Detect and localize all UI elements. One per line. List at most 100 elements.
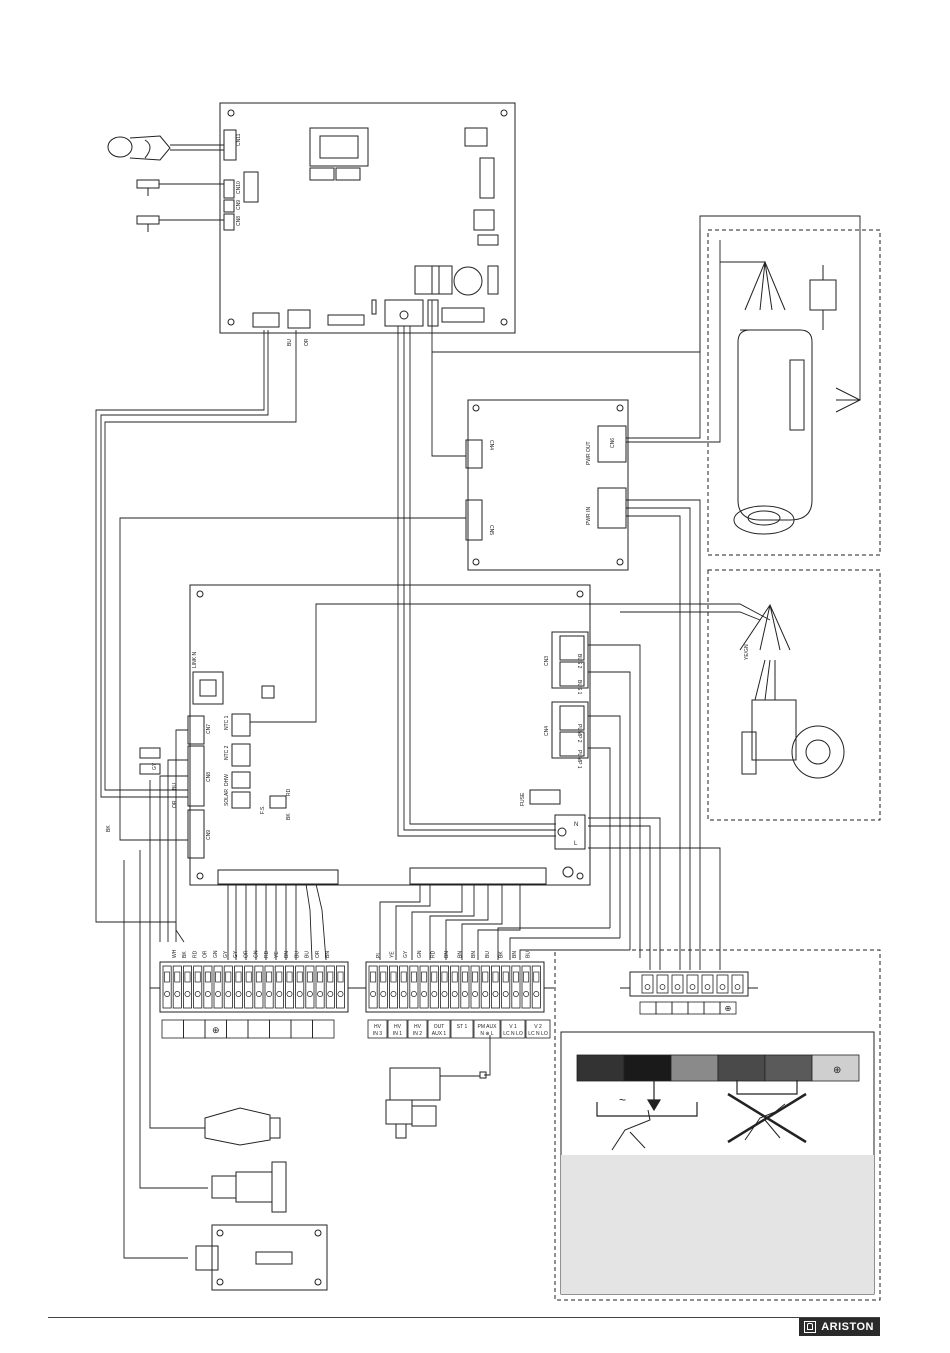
right-function-box-top: HV xyxy=(394,1024,402,1030)
cb-solar-label: SOLAR xyxy=(224,789,230,806)
right-terminal-cell xyxy=(521,965,531,1009)
terminal-wire-label: RD xyxy=(430,950,436,958)
right-terminal-cell xyxy=(419,965,429,1009)
main-board xyxy=(219,102,516,334)
left-function-box: ⊕ xyxy=(204,1019,227,1039)
if-cn5-label: CN5 xyxy=(488,525,494,535)
terminal-wire-label: RD xyxy=(264,950,270,958)
power-function-box xyxy=(687,1001,705,1015)
color-bar-segment xyxy=(811,1054,860,1082)
right-terminal-cell xyxy=(368,965,378,1009)
right-function-box-bottom: IN 3 xyxy=(373,1031,382,1037)
right-terminal-cell xyxy=(531,965,541,1009)
wire-bk-2: BK xyxy=(286,813,292,820)
power-function-box xyxy=(639,1001,657,1015)
heater-module xyxy=(707,229,881,556)
hand-icon xyxy=(611,1109,651,1151)
terminal-wire-label: BN xyxy=(471,951,477,958)
left-terminal-cell xyxy=(295,965,305,1009)
terminal-wire-label: GY xyxy=(233,950,239,958)
right-function-box-bottom: AUX 1 xyxy=(432,1031,447,1037)
left-terminal-cells xyxy=(162,965,345,1009)
left-function-box xyxy=(312,1019,335,1039)
terminal-wire-label: OR xyxy=(315,950,321,958)
power-function-box xyxy=(703,1001,721,1015)
terminal-wire-label: BU xyxy=(526,951,532,958)
wire-rd: RD xyxy=(286,788,292,796)
cb-ntc1-label: NTC 1 xyxy=(224,715,230,730)
main-cn9-label: CN9 xyxy=(236,200,242,210)
if-pwr-out-label: PWR OUT xyxy=(586,441,592,465)
right-terminal-cell xyxy=(388,965,398,1009)
wires xyxy=(95,215,861,1259)
main-cn11-label: CN11 xyxy=(236,133,242,146)
down-arrow-icon xyxy=(596,1080,798,1117)
pump-module xyxy=(707,569,881,821)
left-terminal-cell xyxy=(193,965,203,1009)
left-terminal-cell xyxy=(264,965,274,1009)
house-logo-icon xyxy=(804,1321,817,1333)
main-board-labels: CN11 CN10 CN9 CN8 BU OR xyxy=(236,133,310,346)
right-function-box-top: V 2 xyxy=(534,1024,542,1030)
terminal-wire-label: BU xyxy=(294,951,300,958)
pump-wire-yegn: YE/GN xyxy=(744,644,750,660)
terminal-wire-label: GY xyxy=(403,950,409,958)
crossed-hand-icon xyxy=(727,1092,807,1144)
pressure-sensor-icon xyxy=(204,1107,281,1146)
cb-pump2-label: PUMP 2 xyxy=(576,724,582,743)
left-terminal-cell xyxy=(254,965,264,1009)
power-terminal-cells xyxy=(641,974,744,994)
if-pwr-in-label: PWR IN xyxy=(586,507,592,525)
left-function-box-label: ⊕ xyxy=(212,1025,220,1035)
left-terminal-cell xyxy=(213,965,223,1009)
power-terminal-cell xyxy=(686,974,699,994)
left-function-box xyxy=(183,1019,206,1039)
left-function-box xyxy=(226,1019,249,1039)
wire-or: OR xyxy=(172,800,178,808)
terminal-wire-label: YE xyxy=(390,951,396,958)
terminal-wire-label: BN xyxy=(325,951,331,958)
main-cn8-label: CN8 xyxy=(236,216,242,226)
right-terminal-cell xyxy=(511,965,521,1009)
terminal-wire-label: BN xyxy=(458,951,464,958)
right-terminal-cell xyxy=(439,965,449,1009)
terminal-wire-label: BK xyxy=(182,951,188,958)
left-function-box xyxy=(290,1019,313,1039)
fan-sensor-icon xyxy=(107,135,224,161)
cb-fs-label: F.S. xyxy=(260,805,266,814)
terminal-wire-label: BN xyxy=(444,951,450,958)
right-terminal-cell xyxy=(501,965,511,1009)
left-function-box xyxy=(247,1019,270,1039)
cb-cn9-label: CN9 xyxy=(206,830,212,840)
earth-icon: ⊕ xyxy=(833,1065,841,1076)
left-terminal-cell xyxy=(315,965,325,1009)
cb-bus1-label: BUS 1 xyxy=(576,680,582,695)
terminal-wire-label: RD xyxy=(192,950,198,958)
terminal-wire-label: OR xyxy=(243,950,249,958)
right-function-box-bottom: IN 2 xyxy=(413,1031,422,1037)
cb-fuse-label: FUSE xyxy=(520,792,526,806)
right-function-box-bottom: N ⊕ L xyxy=(480,1031,494,1037)
right-function-box-top: ST 1 xyxy=(457,1024,468,1030)
terminal-wire-label: WH xyxy=(172,949,178,958)
right-function-box-top: PM AUX xyxy=(478,1024,498,1030)
terminal-wire-label: BK xyxy=(498,951,504,958)
left-terminal-cell xyxy=(325,965,335,1009)
main-wire-bu: BU xyxy=(287,339,293,346)
left-bottom-boxes: ⊕ xyxy=(161,1019,335,1039)
terminal-wire-label: YE xyxy=(274,951,280,958)
brand-name: ARISTON xyxy=(821,1321,874,1333)
right-function-box: V 2LC N LO xyxy=(525,1019,551,1039)
power-terminal-cell xyxy=(656,974,669,994)
ntc-sensors xyxy=(136,179,224,232)
main-cn10-label: CN10 xyxy=(236,181,242,194)
cb-terminal-l: L xyxy=(574,841,578,847)
left-terminal-cell xyxy=(305,965,315,1009)
left-terminal-cell xyxy=(223,965,233,1009)
power-terminal-cell xyxy=(701,974,714,994)
power-function-box: ⊕ xyxy=(719,1001,737,1015)
terminal-wire-label: GN xyxy=(213,950,219,958)
